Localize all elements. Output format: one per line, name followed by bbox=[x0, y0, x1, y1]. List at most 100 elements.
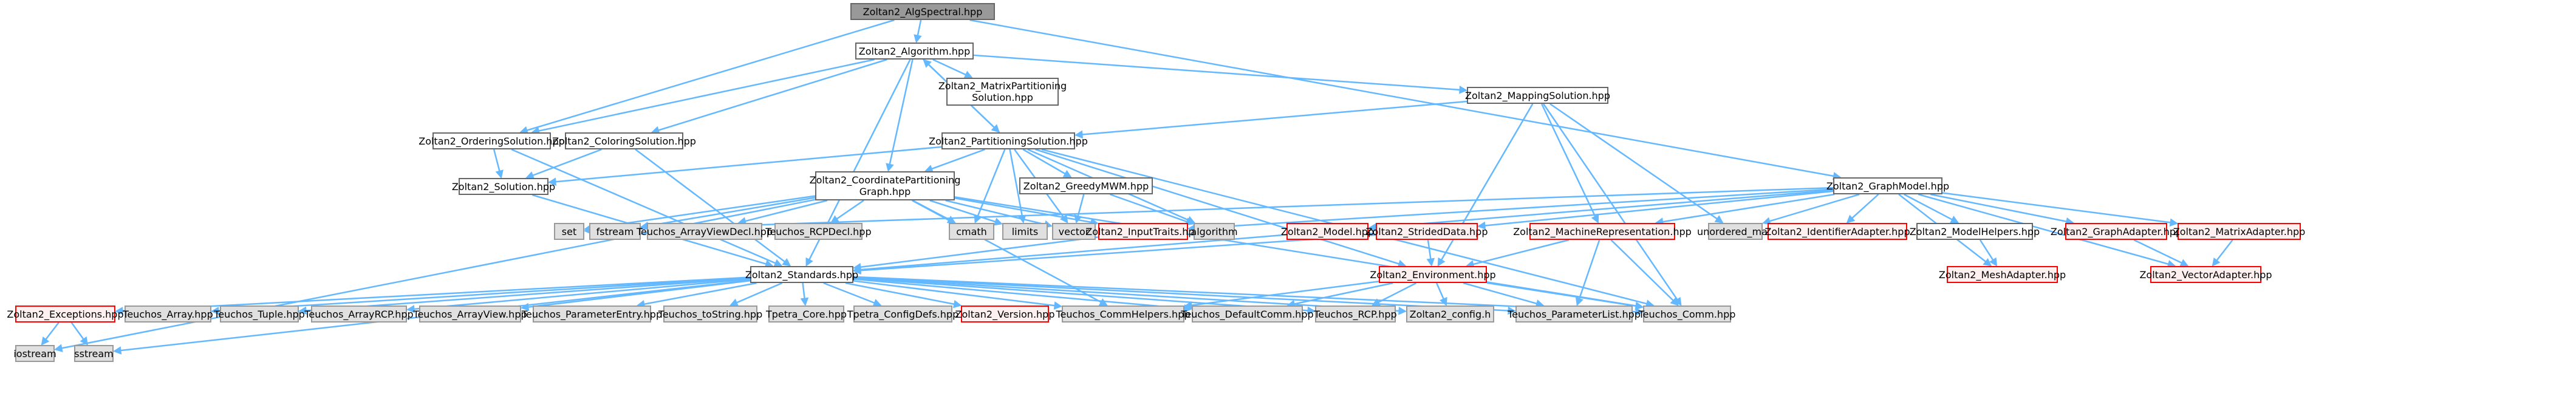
edge-partitioning-to-greedymwm bbox=[1022, 148, 1072, 178]
graph-node-algspectral[interactable]: Zoltan2_AlgSpectral.hpp bbox=[850, 3, 995, 20]
graph-node-vectoradapter[interactable]: Zoltan2_VectorAdapter.hpp bbox=[2139, 266, 2272, 283]
edge-algorithm_hpp-to-ordering bbox=[531, 58, 875, 135]
arrowhead bbox=[41, 336, 50, 346]
arrowhead bbox=[1635, 302, 1644, 310]
arrowhead bbox=[800, 297, 809, 307]
arrowhead bbox=[1062, 169, 1072, 178]
arrowhead bbox=[1477, 221, 1486, 230]
graph-node-solution[interactable]: Zoltan2_Solution.hpp bbox=[452, 178, 555, 195]
arrowhead bbox=[952, 299, 962, 309]
arrowhead bbox=[53, 344, 63, 352]
graph-node-iostream[interactable]: iostream bbox=[13, 345, 56, 362]
graph-node-cmath[interactable]: cmath bbox=[949, 223, 994, 240]
edge-mapping-to-unordered_map bbox=[1549, 103, 1724, 224]
arrowhead bbox=[1761, 217, 1771, 225]
arrowhead bbox=[1426, 258, 1435, 267]
arrowhead bbox=[1183, 301, 1193, 310]
graph-node-coloring[interactable]: Zoltan2_ColoringSolution.hpp bbox=[552, 132, 696, 149]
arrowhead bbox=[1508, 306, 1517, 315]
graph-node-exceptions[interactable]: Zoltan2_Exceptions.hpp bbox=[7, 306, 124, 323]
graph-node-vector[interactable]: vector bbox=[1052, 223, 1096, 240]
graph-node-partitioning[interactable]: Zoltan2_PartitioningSolution.hpp bbox=[929, 132, 1088, 149]
graph-node-config[interactable]: Zoltan2_config.h bbox=[1406, 306, 1494, 323]
graph-node-ordering[interactable]: Zoltan2_OrderingSolution.hpp bbox=[419, 132, 565, 149]
graph-node-t-paramlist[interactable]: Teuchos_ParameterList.hpp bbox=[1508, 306, 1641, 323]
arrowhead bbox=[1989, 257, 1998, 267]
graph-node-t-array[interactable]: Teuchos_Array.hpp bbox=[123, 306, 213, 323]
graph-node-strided[interactable]: Zoltan2_StridedData.hpp bbox=[1366, 223, 1488, 240]
graph-node-standards[interactable]: Zoltan2_Standards.hpp bbox=[745, 266, 858, 283]
graph-node-sstream[interactable]: sstream bbox=[74, 345, 114, 362]
graph-node-modelhelpers[interactable]: Zoltan2_ModelHelpers.hpp bbox=[1910, 223, 2040, 240]
edge-environment-to-t_rcp bbox=[1371, 282, 1417, 306]
graph-node-mapping[interactable]: Zoltan2_MappingSolution.hpp bbox=[1465, 87, 1610, 104]
arrowhead bbox=[782, 258, 791, 267]
graph-node-matrixadapter[interactable]: Zoltan2_MatrixAdapter.hpp bbox=[2173, 223, 2305, 240]
graph-node-graphmodel[interactable]: Zoltan2_GraphModel.hpp bbox=[1826, 177, 1949, 194]
arrowhead bbox=[1440, 296, 1447, 307]
graph-node-arrayviewdecl[interactable]: Teuchos_ArrayViewDecl.hpp bbox=[637, 223, 773, 240]
arrowhead bbox=[1074, 214, 1082, 224]
graph-node-algorithm-std[interactable]: algorithm bbox=[1191, 223, 1238, 240]
arrowhead bbox=[994, 217, 1003, 226]
graph-node-unordered-map[interactable]: unordered_map bbox=[1697, 223, 1774, 240]
graph-node-tpetra-core[interactable]: Tpetra_Core.hpp bbox=[766, 306, 847, 323]
edge-standards-to-tpetra_core bbox=[800, 282, 809, 307]
edge-exceptions-to-sstream bbox=[70, 322, 89, 346]
graph-node-inputtraits[interactable]: Zoltan2_InputTraits.hpp bbox=[1085, 223, 1201, 240]
edge-algspectral-to-ordering bbox=[519, 19, 895, 134]
edge-strided-to-environment bbox=[1426, 239, 1435, 267]
graph-node-fstream[interactable]: fstream bbox=[589, 223, 641, 240]
arrowhead bbox=[1367, 223, 1377, 232]
arrowhead bbox=[2169, 218, 2179, 227]
graph-node-graphadapter[interactable]: Zoltan2_GraphAdapter.hpp bbox=[2051, 223, 2182, 240]
graph-node-t-defaultcomm[interactable]: Teuchos_DefaultComm.hpp bbox=[1181, 306, 1314, 323]
edge-matrixadapter-to-vectoradapter bbox=[2212, 239, 2233, 267]
graph-node-t-rcp[interactable]: Teuchos_RCP.hpp bbox=[1314, 306, 1397, 323]
edge-partitioning-to-cmath bbox=[974, 149, 1006, 224]
graph-node-t-commhelpers[interactable]: Teuchos_CommHelpers.hpp bbox=[1056, 306, 1191, 323]
graph-node-t-tuple[interactable]: Teuchos_Tuple.hpp bbox=[214, 306, 305, 323]
graph-node-tpetra-config[interactable]: Tpetra_ConfigDefs.hpp bbox=[847, 306, 958, 323]
edge-coordpart-to-rcpdecl bbox=[830, 199, 864, 224]
graph-node-set[interactable]: set bbox=[554, 223, 584, 240]
graph-node-t-tostring[interactable]: Teuchos_toString.hpp bbox=[658, 306, 762, 323]
graph-node-limits[interactable]: limits bbox=[1002, 223, 1048, 240]
graph-node-coordpart[interactable]: Zoltan2_CoordinatePartitioning Graph.hpp bbox=[810, 171, 960, 200]
arrowhead bbox=[1983, 258, 1992, 267]
arrowhead bbox=[1459, 86, 1468, 94]
edge-standards-to-t_comm bbox=[853, 276, 1644, 316]
graph-node-t-arrayview[interactable]: Teuchos_ArrayView.hpp bbox=[413, 306, 527, 323]
graph-node-algorithm-hpp[interactable]: Zoltan2_Algorithm.hpp bbox=[855, 43, 974, 60]
graph-node-rcpdecl[interactable]: Teuchos_RCPDecl.hpp bbox=[765, 223, 872, 240]
edge-mapping-to-environment bbox=[1437, 103, 1534, 267]
graph-node-greedymwm[interactable]: Zoltan2_GreedyMWM.hpp bbox=[1019, 177, 1153, 194]
graph-node-version[interactable]: Zoltan2_Version.hpp bbox=[955, 306, 1054, 323]
graph-node-environment[interactable]: Zoltan2_Environment.hpp bbox=[1370, 266, 1496, 283]
graph-node-matrixpart[interactable]: Zoltan2_MatrixPartitioning Solution.hpp bbox=[938, 78, 1067, 106]
arrowhead bbox=[1575, 296, 1584, 307]
edge-machinerep-to-t_comm bbox=[1610, 239, 1679, 306]
graph-node-t-arrayrcp[interactable]: Teuchos_ArrayRCP.hpp bbox=[304, 306, 414, 323]
edge-algspectral-to-graphmodel bbox=[969, 19, 1842, 180]
graph-node-model[interactable]: Zoltan2_Model.hpp bbox=[1281, 223, 1374, 240]
arrowhead bbox=[914, 34, 922, 44]
edge-mapping-to-machinerep bbox=[1541, 103, 1599, 224]
edge-environment-to-t_commhelpers bbox=[1183, 281, 1379, 310]
arrowhead bbox=[1714, 215, 1724, 224]
arrowhead bbox=[1846, 214, 1856, 224]
edge-graphmodel-to-model bbox=[1367, 189, 1834, 232]
graph-node-meshadapter[interactable]: Zoltan2_MeshAdapter.hpp bbox=[1939, 266, 2066, 283]
graph-node-machinerep[interactable]: Zoltan2_MachineRepresentation.hpp bbox=[1513, 223, 1692, 240]
edge-coordpart-to-limits bbox=[929, 199, 1003, 226]
graph-node-t-paramentry[interactable]: Teuchos_ParameterEntry.hpp bbox=[522, 306, 662, 323]
edge-partitioning-to-solution bbox=[547, 146, 942, 186]
edge-standards-to-tpetra_config bbox=[823, 282, 882, 307]
edge-machinerep-to-environment bbox=[1465, 239, 1570, 268]
graph-node-identifieradapter[interactable]: Zoltan2_IdentifierAdapter.hpp bbox=[1765, 223, 1910, 240]
arrowhead bbox=[1074, 130, 1084, 139]
edge-standards-to-t_arrayrcp bbox=[406, 278, 751, 313]
arrowhead bbox=[1307, 306, 1316, 315]
edge-ordering-to-standards bbox=[511, 148, 783, 267]
graph-node-t-comm[interactable]: Teuchos_Comm.hpp bbox=[1639, 306, 1735, 323]
